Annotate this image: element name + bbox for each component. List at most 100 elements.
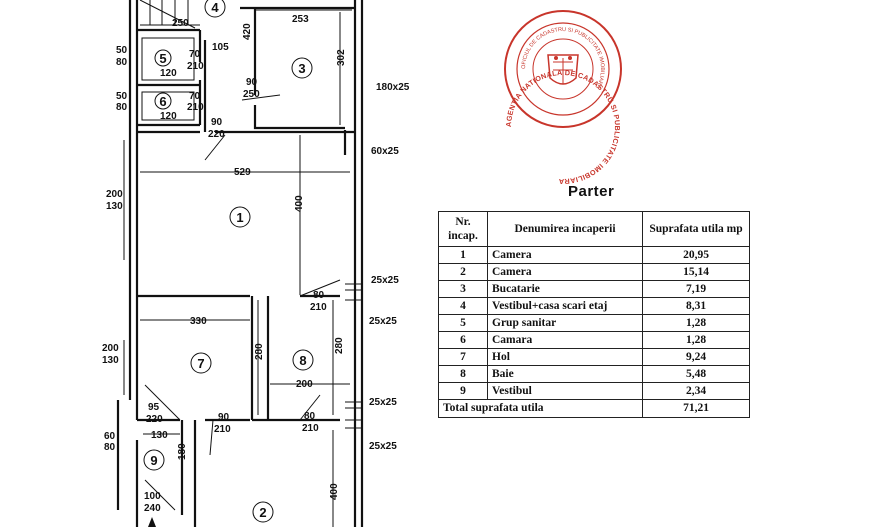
total-label: Total suprafata utila — [438, 399, 643, 418]
cell-nr: 8 — [438, 365, 488, 383]
dim-label: 210 — [214, 424, 231, 435]
cell-nr: 1 — [438, 246, 488, 264]
table-row: 6 Camara 1,28 — [438, 331, 750, 349]
dim-label: 280 — [254, 343, 265, 360]
cell-name: Baie — [487, 365, 643, 383]
cell-name: Vestibul — [487, 382, 643, 400]
room-number-6: 6 — [159, 94, 166, 109]
table-header-row: Nr. incap. Denumirea incaperii Suprafata… — [438, 211, 750, 247]
cell-area: 1,28 — [642, 314, 750, 332]
dim-label: 80 — [313, 290, 325, 301]
room-number-2: 2 — [259, 505, 266, 520]
table-row: 8 Baie 5,48 — [438, 365, 750, 383]
cell-nr: 3 — [438, 280, 488, 298]
wall-lines — [116, 0, 364, 527]
dim-label: 400 — [329, 483, 340, 500]
dim-label: 120 — [160, 68, 177, 79]
header-nr: Nr. incap. — [438, 211, 488, 247]
dim-label: 90 — [246, 77, 258, 88]
cell-area: 9,24 — [642, 348, 750, 366]
dim-label: 70 — [189, 49, 201, 60]
dim-label: 130 — [102, 355, 119, 366]
cell-nr: 9 — [438, 382, 488, 400]
dim-label: 420 — [242, 23, 253, 40]
table-row: 7 Hol 9,24 — [438, 348, 750, 366]
official-stamp: AGENTIA NATIONALA DE CADASTRU SI PUBLICI… — [504, 10, 622, 186]
dim-label: 250 — [172, 18, 189, 29]
cell-name: Camera — [487, 246, 643, 264]
table-total-row: Total suprafata utila 71,21 — [438, 399, 750, 418]
dim-label: 240 — [144, 503, 161, 514]
cell-area: 15,14 — [642, 263, 750, 281]
dim-label: 280 — [334, 337, 345, 354]
dim-label: 80 — [304, 411, 316, 422]
cell-nr: 4 — [438, 297, 488, 315]
cell-area: 2,34 — [642, 382, 750, 400]
dim-label: 220 — [146, 414, 163, 425]
dim-label: 80 — [116, 102, 128, 113]
header-area: Suprafata utila mp — [642, 211, 750, 247]
table-row: 5 Grup sanitar 1,28 — [438, 314, 750, 332]
header-name: Denumirea incaperii — [487, 211, 643, 247]
dim-label: 250 — [243, 89, 260, 100]
room-number-7: 7 — [197, 356, 204, 371]
dim-label: 253 — [292, 14, 309, 25]
dim-label: 302 — [336, 49, 347, 66]
dim-label: 120 — [160, 111, 177, 122]
dim-label: 400 — [294, 195, 305, 212]
cell-name: Hol — [487, 348, 643, 366]
room-numbers: 4 3 5 6 1 7 8 9 2 — [143, 0, 314, 523]
cell-area: 7,19 — [642, 280, 750, 298]
room-number-8: 8 — [299, 353, 306, 368]
cell-area: 5,48 — [642, 365, 750, 383]
dim-label: 210 — [187, 61, 204, 72]
dim-label: 95 — [148, 402, 160, 413]
cell-name: Camera — [487, 263, 643, 281]
cell-name: Bucatarie — [487, 280, 643, 298]
dim-label: 50 — [116, 91, 128, 102]
dim-label: 200 — [296, 379, 313, 390]
dimension-labels: 250 253 420 105 50 80 120 70 210 50 80 1… — [102, 14, 410, 514]
room-area-table: Nr. incap. Denumirea incaperii Suprafata… — [438, 211, 750, 418]
cell-name: Grup sanitar — [487, 314, 643, 332]
table-row: 4 Vestibul+casa scari etaj 8,31 — [438, 297, 750, 315]
dim-label: 220 — [208, 129, 225, 140]
dim-label: 210 — [310, 302, 327, 313]
dim-label: 130 — [151, 430, 168, 441]
room-number-4: 4 — [211, 0, 219, 15]
dim-label: 25x25 — [371, 275, 399, 286]
dim-label: 330 — [190, 316, 207, 327]
dim-label: 70 — [189, 91, 201, 102]
cell-nr: 6 — [438, 331, 488, 349]
dim-label: 80 — [104, 442, 116, 453]
dim-label: 90 — [218, 412, 230, 423]
dim-label: 100 — [144, 491, 161, 502]
dim-label: 60 — [104, 431, 116, 442]
dim-label: 25x25 — [369, 441, 397, 452]
cell-area: 20,95 — [642, 246, 750, 264]
table-row: 3 Bucatarie 7,19 — [438, 280, 750, 298]
room-number-3: 3 — [298, 61, 305, 76]
dim-label: 60x25 — [371, 146, 399, 157]
room-number-1: 1 — [236, 210, 243, 225]
room-number-9: 9 — [150, 453, 157, 468]
cell-area: 1,28 — [642, 331, 750, 349]
dim-label: 105 — [212, 42, 229, 53]
cell-area: 8,31 — [642, 297, 750, 315]
dim-label: 210 — [187, 102, 204, 113]
dim-label: 180x25 — [376, 82, 410, 93]
dim-label: 200 — [102, 343, 119, 354]
dim-label: 210 — [302, 423, 319, 434]
dim-label: 50 — [116, 45, 128, 56]
table-row: 1 Camera 20,95 — [438, 246, 750, 264]
cell-nr: 7 — [438, 348, 488, 366]
dim-label: 130 — [106, 201, 123, 212]
dim-label: 90 — [211, 117, 223, 128]
cell-name: Camara — [487, 331, 643, 349]
cell-nr: 5 — [438, 314, 488, 332]
dim-label: 529 — [234, 167, 251, 178]
room-number-5: 5 — [159, 51, 166, 66]
total-value: 71,21 — [642, 399, 750, 418]
table-row: 9 Vestibul 2,34 — [438, 382, 750, 400]
